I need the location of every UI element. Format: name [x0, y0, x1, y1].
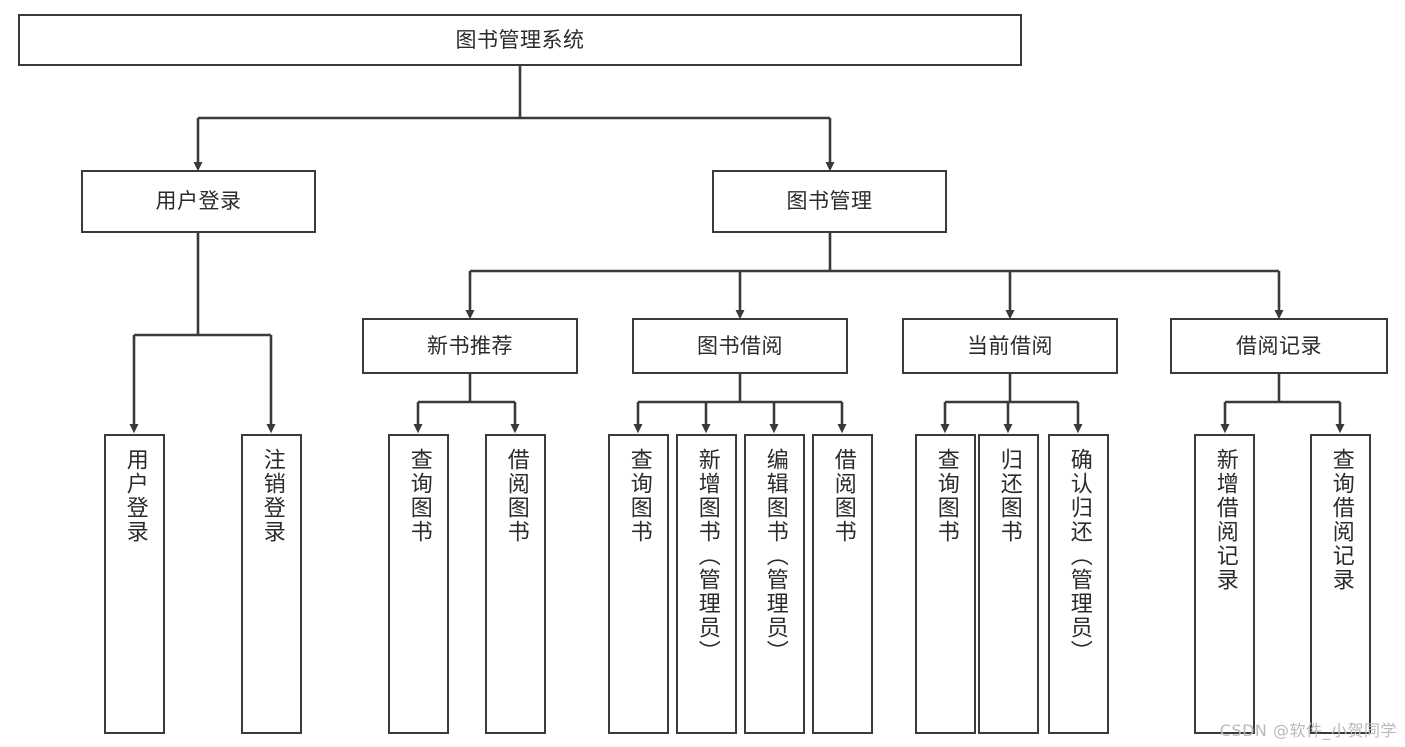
node-borrow-record-label: 借阅记录 [1236, 333, 1322, 358]
leaf-logout-login[interactable]: 注销登录 [241, 434, 302, 734]
node-user-login[interactable]: 用户登录 [81, 170, 316, 233]
leaf-add-book-label: 新增图书（管理员） [694, 448, 720, 664]
leaf-borrow-book-1-label: 借阅图书 [503, 448, 529, 544]
leaf-confirm-return[interactable]: 确认归还（管理员） [1048, 434, 1109, 734]
node-current-borrow[interactable]: 当前借阅 [902, 318, 1118, 374]
leaf-logout-login-label: 注销登录 [259, 448, 285, 544]
leaf-query-record-label: 查询借阅记录 [1328, 448, 1354, 592]
leaf-return-book-label: 归还图书 [996, 448, 1022, 544]
leaf-add-record[interactable]: 新增借阅记录 [1194, 434, 1255, 734]
leaf-query-book-1[interactable]: 查询图书 [388, 434, 449, 734]
leaf-query-book-3[interactable]: 查询图书 [915, 434, 976, 734]
node-new-book-recommend-label: 新书推荐 [427, 333, 513, 358]
node-book-management-label: 图书管理 [786, 189, 873, 214]
leaf-add-book[interactable]: 新增图书（管理员） [676, 434, 737, 734]
leaf-borrow-book-2-label: 借阅图书 [830, 448, 856, 544]
leaf-user-login-label: 用户登录 [122, 448, 148, 544]
leaf-edit-book-label: 编辑图书（管理员） [762, 448, 788, 664]
node-user-login-label: 用户登录 [155, 189, 242, 214]
node-current-borrow-label: 当前借阅 [967, 333, 1053, 358]
node-book-borrow-label: 图书借阅 [697, 333, 783, 358]
leaf-edit-book[interactable]: 编辑图书（管理员） [744, 434, 805, 734]
node-new-book-recommend[interactable]: 新书推荐 [362, 318, 578, 374]
node-book-management[interactable]: 图书管理 [712, 170, 947, 233]
leaf-add-record-label: 新增借阅记录 [1212, 448, 1238, 592]
leaf-confirm-return-label: 确认归还（管理员） [1066, 448, 1092, 664]
node-root[interactable]: 图书管理系统 [18, 14, 1022, 66]
leaf-query-record[interactable]: 查询借阅记录 [1310, 434, 1371, 734]
node-book-borrow[interactable]: 图书借阅 [632, 318, 848, 374]
csdn-watermark: CSDN @软件_小贺同学 [1219, 721, 1397, 740]
node-root-label: 图书管理系统 [455, 27, 585, 52]
leaf-borrow-book-1[interactable]: 借阅图书 [485, 434, 546, 734]
node-borrow-record[interactable]: 借阅记录 [1170, 318, 1388, 374]
leaf-user-login[interactable]: 用户登录 [104, 434, 165, 734]
leaf-borrow-book-2[interactable]: 借阅图书 [812, 434, 873, 734]
leaf-query-book-1-label: 查询图书 [406, 448, 432, 544]
leaf-query-book-2-label: 查询图书 [626, 448, 652, 544]
leaf-query-book-2[interactable]: 查询图书 [608, 434, 669, 734]
leaf-return-book[interactable]: 归还图书 [978, 434, 1039, 734]
leaf-query-book-3-label: 查询图书 [933, 448, 959, 544]
